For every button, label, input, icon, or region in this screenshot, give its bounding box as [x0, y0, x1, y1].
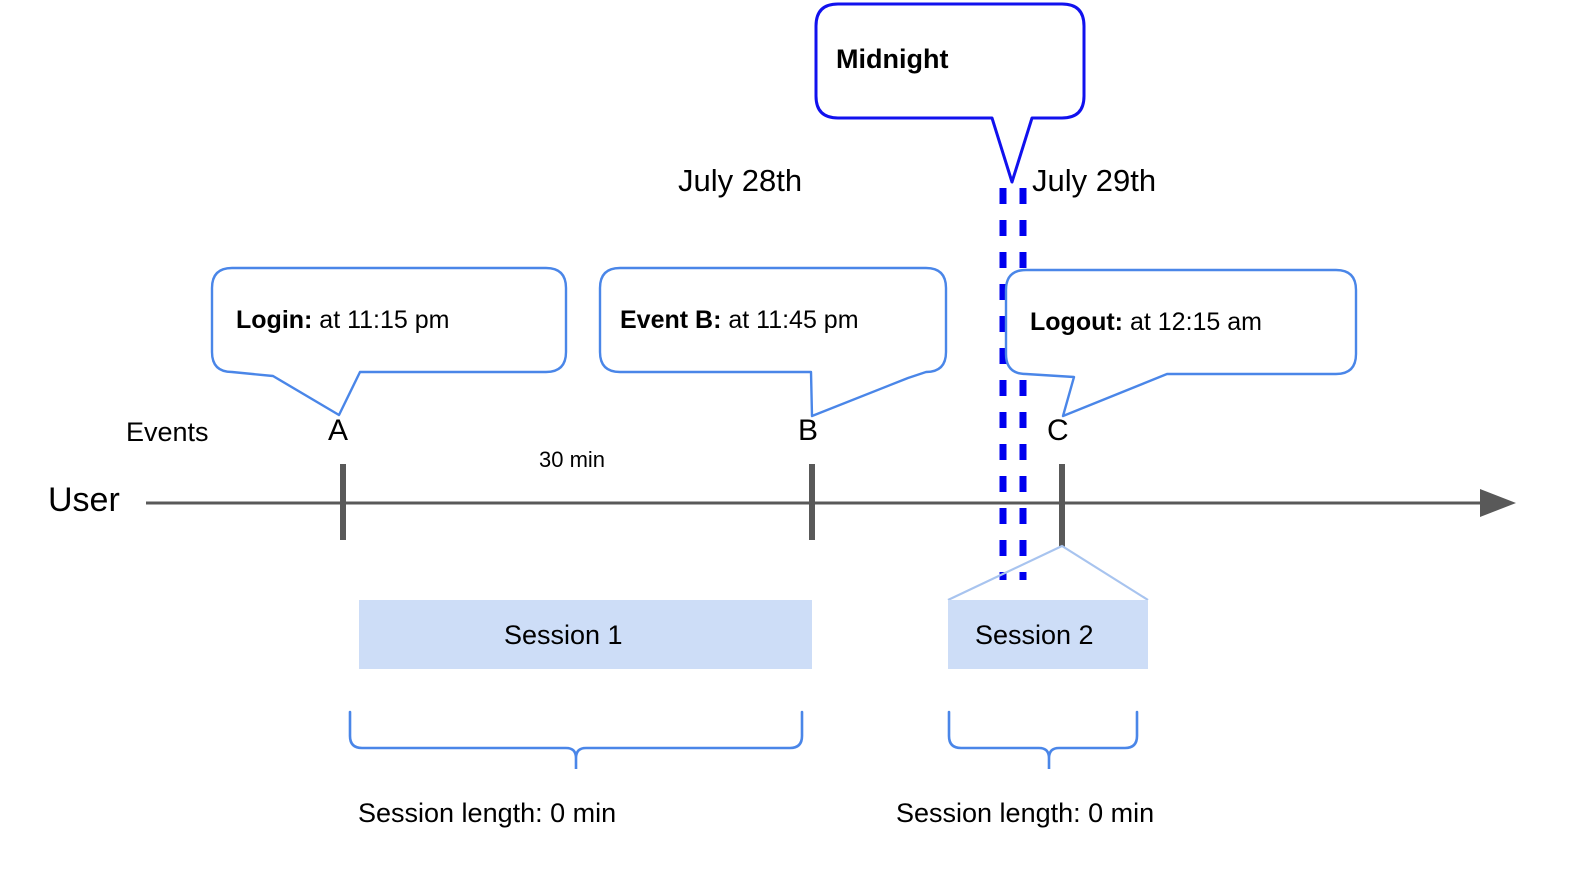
interval-label-30-min: 30 min	[539, 447, 606, 472]
session-1-box	[359, 600, 812, 669]
session-1-brace	[348, 710, 804, 769]
event-b-callout-text: Event B: at 11:45 pm	[620, 308, 859, 333]
midnight-dashed-lines	[999, 188, 1027, 580]
session-1-label: Session 1	[504, 620, 623, 650]
login-bubble-path	[210, 266, 568, 417]
login-callout-bold: Login:	[236, 306, 313, 334]
marker-label-b: B	[798, 414, 819, 447]
timeline-arrowhead	[1480, 489, 1516, 517]
event-b-callout-shape	[598, 266, 948, 418]
logout-callout-shape	[1004, 268, 1358, 418]
event-b-callout-bold: Event B:	[620, 306, 722, 334]
marker-label-a: A	[328, 414, 349, 447]
marker-label-c: C	[1047, 414, 1069, 447]
midnight-callout-shape	[814, 2, 1086, 184]
timeline-axis	[146, 489, 1516, 517]
logout-callout-rest: at 12:15 am	[1123, 308, 1262, 336]
session-2-box	[948, 600, 1148, 669]
date-label-july-28: July 28th	[678, 163, 803, 198]
login-callout-rest: at 11:15 pm	[312, 306, 450, 334]
login-callout-text: Login: at 11:15 pm	[236, 308, 449, 333]
session-2-roof-path	[947, 544, 1149, 601]
event-b-bubble-path	[598, 266, 948, 418]
session-boxes	[359, 600, 1148, 669]
login-callout-shape	[210, 266, 568, 417]
row-label-events: Events	[126, 417, 209, 447]
session-2-length-label: Session length: 0 min	[896, 798, 1155, 828]
event-b-callout-rest: at 11:45 pm	[721, 306, 859, 334]
midnight-bubble-path	[814, 2, 1086, 184]
date-label-july-29: July 29th	[1032, 163, 1157, 198]
session-2-label: Session 2	[975, 620, 1094, 650]
event-tick-marks	[340, 464, 1065, 547]
logout-callout-bold: Logout:	[1030, 308, 1124, 336]
session-length-braces	[348, 710, 1139, 769]
midnight-label: Midnight	[836, 44, 949, 74]
session-2-brace	[947, 710, 1139, 769]
row-label-user: User	[48, 481, 120, 519]
session-2-roof-connector	[947, 544, 1149, 601]
logout-bubble-path	[1004, 268, 1358, 418]
session-1-length-label: Session length: 0 min	[358, 798, 617, 828]
logout-callout-text: Logout: at 12:15 am	[1030, 310, 1262, 335]
